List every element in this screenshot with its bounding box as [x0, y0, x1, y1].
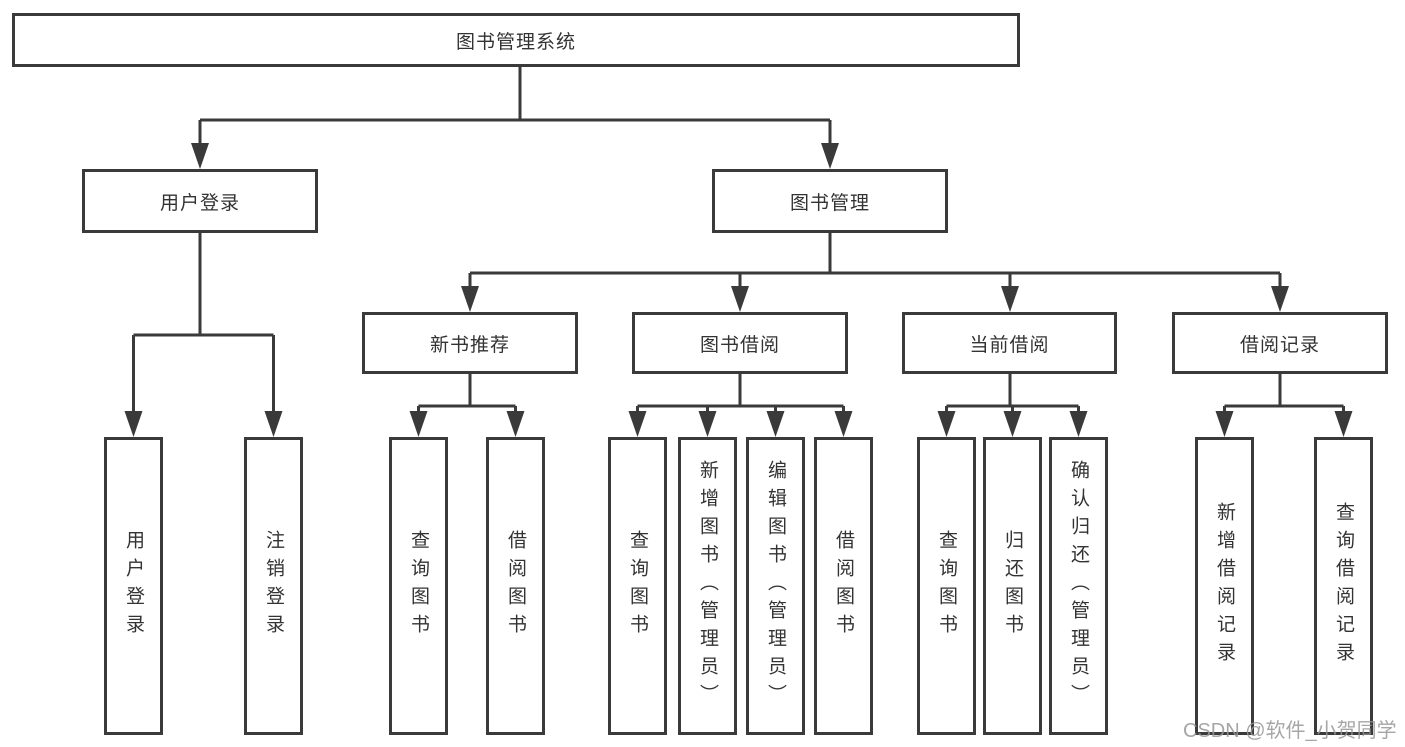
leaf-query-borrow-record: 查询借阅记录	[1314, 437, 1373, 735]
leaf-query-books: 查询图书	[389, 437, 448, 735]
leaf-confirm-return-admin: 确认归还（管理员）	[1049, 437, 1108, 735]
leaf-borrow-books-2: 借阅图书	[814, 437, 873, 735]
node-library-management-system: 图书管理系统	[12, 13, 1020, 67]
leaf-add-borrow-record: 新增借阅记录	[1195, 437, 1254, 735]
leaf-add-books-admin: 新增图书（管理员）	[678, 437, 737, 735]
leaf-borrow-books: 借阅图书	[486, 437, 545, 735]
node-book-borrow: 图书借阅	[632, 312, 848, 374]
leaf-query-books-2: 查询图书	[608, 437, 667, 735]
leaf-return-books: 归还图书	[983, 437, 1042, 735]
node-current-borrow: 当前借阅	[902, 312, 1117, 374]
leaf-logout-login: 注销登录	[244, 437, 303, 735]
leaf-query-books-3: 查询图书	[917, 437, 976, 735]
leaf-user-login: 用户登录	[104, 437, 163, 735]
node-book-management: 图书管理	[712, 169, 948, 233]
node-borrow-records: 借阅记录	[1172, 312, 1388, 374]
csdn-watermark: CSDN @软件_小贺同学	[1183, 720, 1397, 742]
node-user-login: 用户登录	[82, 169, 318, 233]
leaf-edit-books-admin: 编辑图书（管理员）	[746, 437, 805, 735]
node-new-book-recommend: 新书推荐	[362, 312, 578, 374]
